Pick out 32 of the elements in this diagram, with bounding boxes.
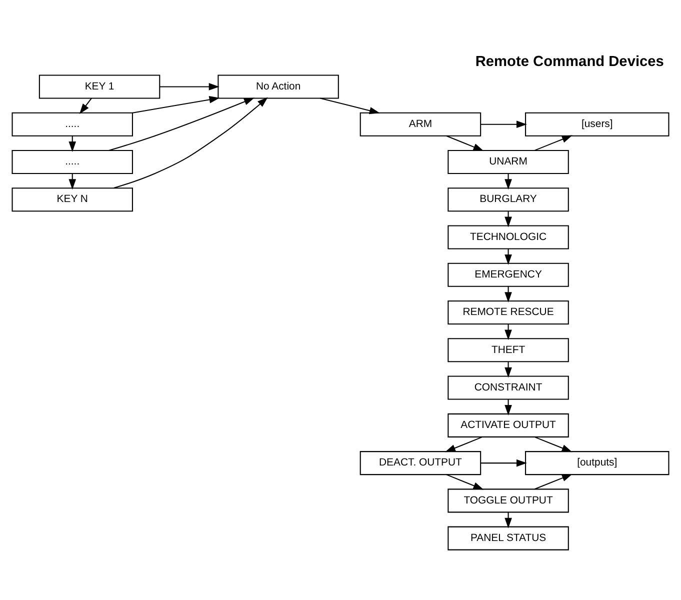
node-box: KEY 1 — [38, 74, 160, 98]
arrow — [132, 96, 220, 113]
arrow — [504, 361, 512, 378]
node-box: ..... — [12, 112, 133, 136]
arrow — [534, 473, 572, 490]
arrow — [446, 474, 484, 490]
node-box: DEACT. OUTPUT — [360, 450, 482, 475]
node-box: BURGLARY — [448, 187, 569, 212]
node-box: No Action — [218, 74, 339, 98]
node-box: ..... — [12, 149, 133, 174]
node-box: UNARM — [448, 149, 569, 174]
node-box: THEFT — [448, 338, 569, 362]
node-box: TECHNOLOGIC — [448, 224, 569, 249]
arrow — [79, 97, 92, 114]
arrow — [160, 82, 220, 90]
node-box: PANEL STATUS — [448, 526, 569, 550]
node-box: [users] — [525, 112, 670, 136]
node-box: TOGGLE OUTPUT — [448, 488, 569, 512]
node-box: ACTIVATE OUTPUT — [448, 412, 569, 437]
node-box: REMOTE RESCUE — [448, 300, 569, 324]
arrow — [480, 120, 527, 128]
arrow — [320, 97, 380, 114]
diagram-title: Remote Command Devices — [475, 54, 664, 70]
node-box: EMERGENCY — [448, 262, 569, 286]
arrow — [480, 458, 527, 466]
node-box: CONSTRAINT — [448, 375, 569, 400]
node-box: KEY N — [12, 187, 133, 212]
arrow — [534, 134, 572, 150]
node-box: ARM — [360, 112, 482, 136]
arrow — [504, 512, 512, 528]
arrow — [504, 210, 512, 227]
node-box: [outputs] — [525, 450, 670, 475]
